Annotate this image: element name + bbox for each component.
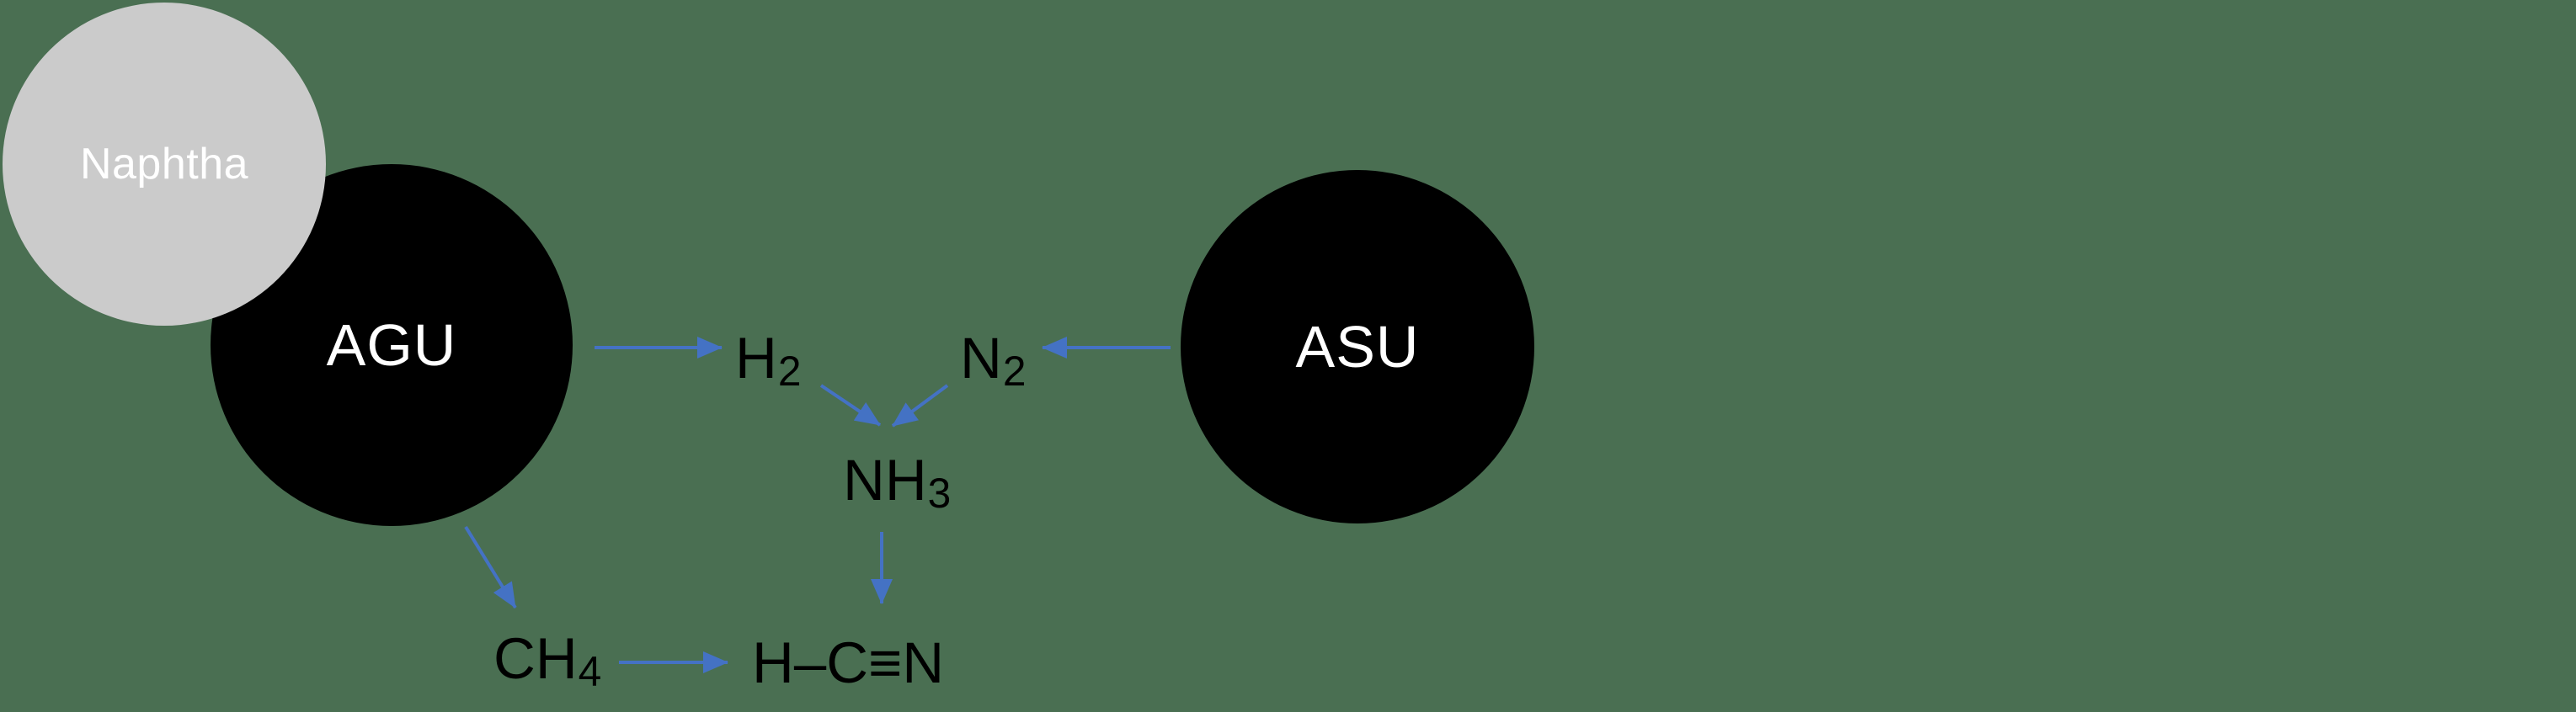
label-n2-base: N bbox=[960, 326, 1002, 391]
label-nh3-base: NH bbox=[843, 448, 927, 513]
node-agu-label: AGU bbox=[326, 312, 457, 378]
label-n2[interactable]: N2 bbox=[960, 329, 1026, 392]
node-asu-label: ASU bbox=[1295, 314, 1420, 380]
label-ch4-base: CH bbox=[493, 626, 578, 691]
edge-n2-to-nh3[interactable] bbox=[891, 384, 949, 428]
label-hcn[interactable]: H–C≡N bbox=[752, 634, 944, 692]
node-asu[interactable]: ASU bbox=[1181, 170, 1534, 523]
label-h2-subscript: 2 bbox=[777, 347, 802, 395]
label-h2-base: H bbox=[735, 326, 777, 391]
node-agu[interactable]: AGU bbox=[211, 164, 573, 526]
edge-h2-to-nh3[interactable] bbox=[819, 384, 882, 427]
node-naphtha[interactable]: Naphtha bbox=[3, 3, 326, 326]
label-ch4[interactable]: CH4 bbox=[493, 630, 601, 693]
label-h2[interactable]: H2 bbox=[735, 329, 801, 392]
node-naphtha-label: Naphtha bbox=[79, 140, 249, 189]
label-n2-subscript: 2 bbox=[1002, 347, 1027, 395]
edge-agu-to-ch4[interactable] bbox=[464, 525, 517, 609]
label-hcn-base: H–C≡N bbox=[752, 630, 945, 695]
label-nh3-subscript: 3 bbox=[927, 469, 952, 517]
label-nh3[interactable]: NH3 bbox=[843, 451, 951, 514]
label-ch4-subscript: 4 bbox=[578, 647, 602, 695]
